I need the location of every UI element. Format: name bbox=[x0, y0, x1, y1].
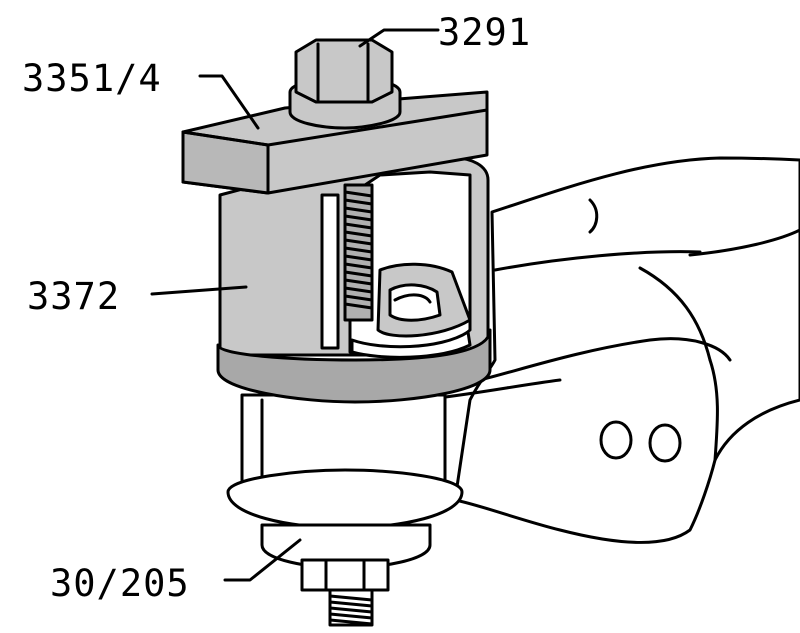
arm-hole-right bbox=[648, 423, 682, 463]
sleeve-3372 bbox=[216, 156, 492, 404]
callout-label-bridge: 3351/4 bbox=[22, 57, 162, 100]
control-arm bbox=[418, 156, 800, 544]
bushing-body bbox=[226, 393, 464, 570]
callout-label-sleeve: 3372 bbox=[27, 275, 121, 318]
leader-30-205 bbox=[223, 538, 302, 582]
arm-hole-left bbox=[599, 420, 633, 460]
bridge-3351-4 bbox=[181, 90, 489, 195]
callout-label-nut: 3291 bbox=[438, 11, 532, 54]
arm-holes bbox=[599, 420, 682, 463]
leader-3291 bbox=[358, 28, 440, 48]
leader-3372 bbox=[150, 285, 248, 296]
leader-3351-4 bbox=[198, 74, 260, 130]
bolt-30-205 bbox=[300, 558, 390, 627]
leader-lines bbox=[150, 28, 440, 582]
callout-label-bolt: 30/205 bbox=[50, 562, 190, 605]
nut-3291 bbox=[288, 38, 402, 130]
